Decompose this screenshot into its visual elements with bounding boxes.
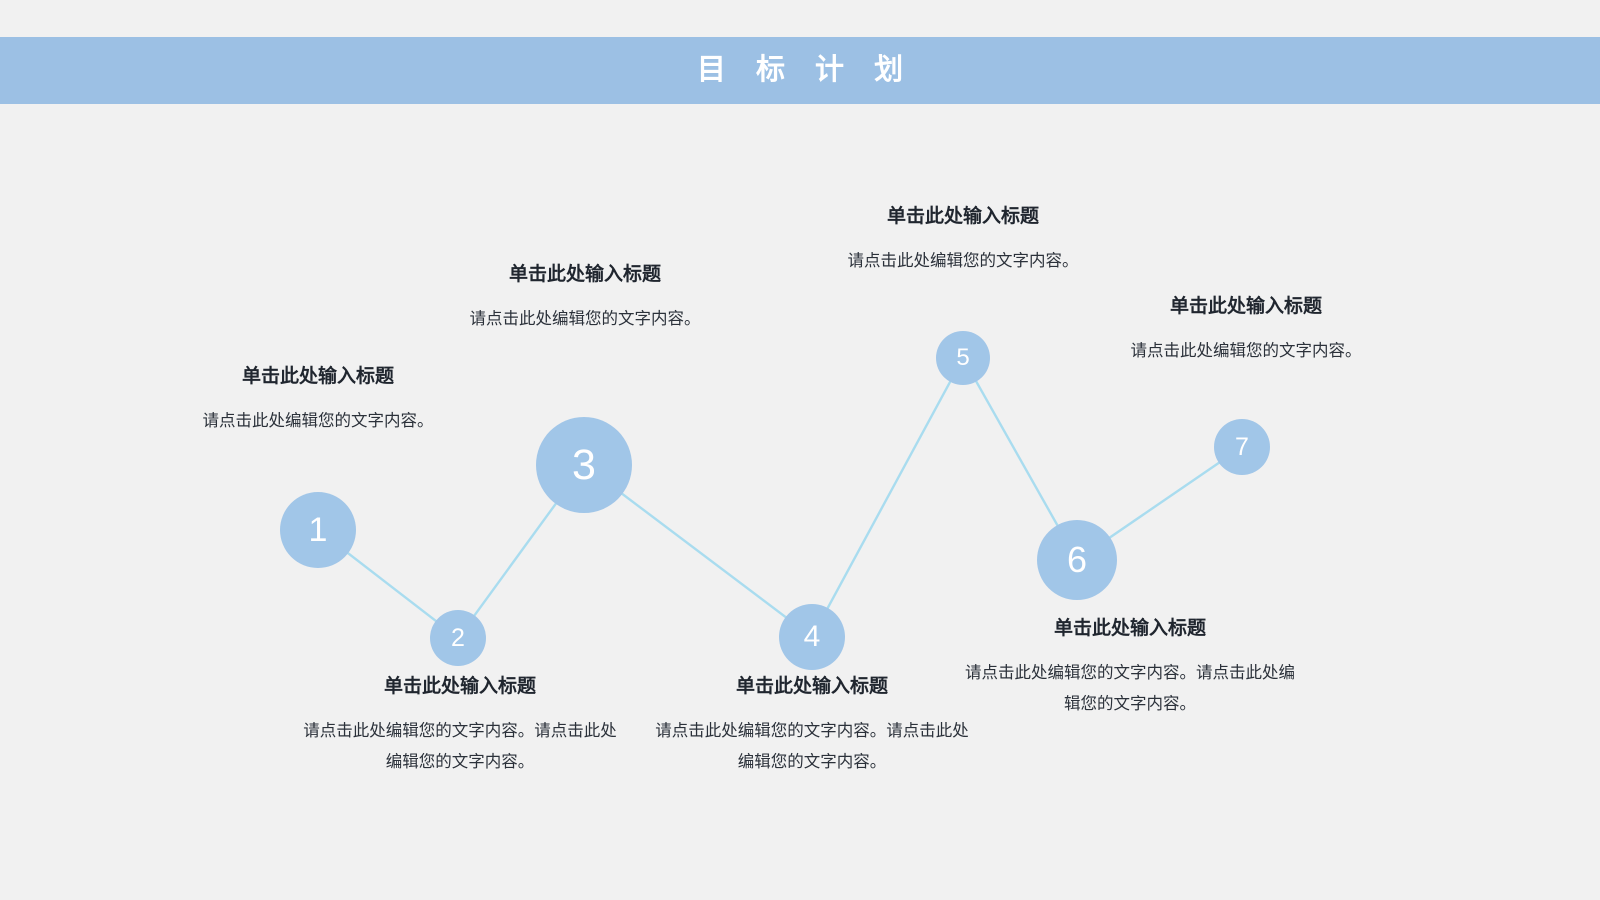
- node-number-2: 2: [451, 623, 465, 652]
- node-body-1: 请点击此处编辑您的文字内容。: [202, 411, 434, 430]
- node-body-3: 请点击此处编辑您的文字内容。: [469, 309, 701, 328]
- node-number-1: 1: [308, 511, 328, 549]
- node-label-1: 单击此处输入标题 请点击此处编辑您的文字内容。: [178, 364, 458, 437]
- node-label-3: 单击此处输入标题 请点击此处编辑您的文字内容。: [465, 262, 705, 335]
- page-title: 目 标 计 划: [696, 54, 915, 86]
- node-number-4: 4: [803, 620, 821, 653]
- node-number-5: 5: [956, 344, 970, 371]
- node-number-6: 6: [1066, 539, 1088, 580]
- page-header: 目 标 计 划: [0, 37, 1600, 104]
- node-label-5: 单击此处输入标题 请点击此处编辑您的文字内容。: [788, 204, 1138, 277]
- node-body-2: 请点击此处编辑您的文字内容。请点击此处编辑您的文字内容。: [303, 721, 617, 771]
- node-title-7: 单击此处输入标题: [1169, 296, 1322, 317]
- node-circle-1[interactable]: 1: [280, 492, 356, 568]
- node-circle-7[interactable]: 7: [1214, 419, 1270, 475]
- node-circle-2[interactable]: 2: [430, 610, 486, 666]
- node-title-2: 单击此处输入标题: [383, 676, 536, 697]
- node-title-6: 单击此处输入标题: [1053, 618, 1206, 639]
- node-label-2: 单击此处输入标题 请点击此处编辑您的文字内容。请点击此处编辑您的文字内容。: [300, 674, 620, 778]
- node-title-3: 单击此处输入标题: [508, 264, 661, 285]
- node-body-5: 请点击此处编辑您的文字内容。: [847, 251, 1079, 270]
- node-circle-5[interactable]: 5: [936, 331, 990, 385]
- node-number-7: 7: [1235, 432, 1249, 461]
- node-label-6: 单击此处输入标题 请点击此处编辑您的文字内容。请点击此处编辑您的文字内容。: [965, 616, 1295, 720]
- node-body-7: 请点击此处编辑您的文字内容。: [1130, 341, 1362, 360]
- node-label-4: 单击此处输入标题 请点击此处编辑您的文字内容。请点击此处编辑您的文字内容。: [652, 674, 972, 778]
- node-body-4: 请点击此处编辑您的文字内容。请点击此处编辑您的文字内容。: [655, 721, 969, 771]
- node-circle-6[interactable]: 6: [1037, 520, 1117, 600]
- node-body-6: 请点击此处编辑您的文字内容。请点击此处编辑您的文字内容。: [965, 663, 1295, 713]
- node-number-3: 3: [572, 440, 596, 489]
- node-title-4: 单击此处输入标题: [735, 676, 888, 697]
- node-circle-3[interactable]: 3: [536, 417, 632, 513]
- goal-plan-diagram: 1 单击此处输入标题 请点击此处编辑您的文字内容。 2 单击此处输入标题 请点击…: [0, 104, 1600, 900]
- node-circle-4[interactable]: 4: [779, 604, 845, 670]
- node-title-5: 单击此处输入标题: [886, 206, 1039, 227]
- node-title-1: 单击此处输入标题: [241, 366, 394, 387]
- node-label-7: 单击此处输入标题 请点击此处编辑您的文字内容。: [1066, 294, 1426, 367]
